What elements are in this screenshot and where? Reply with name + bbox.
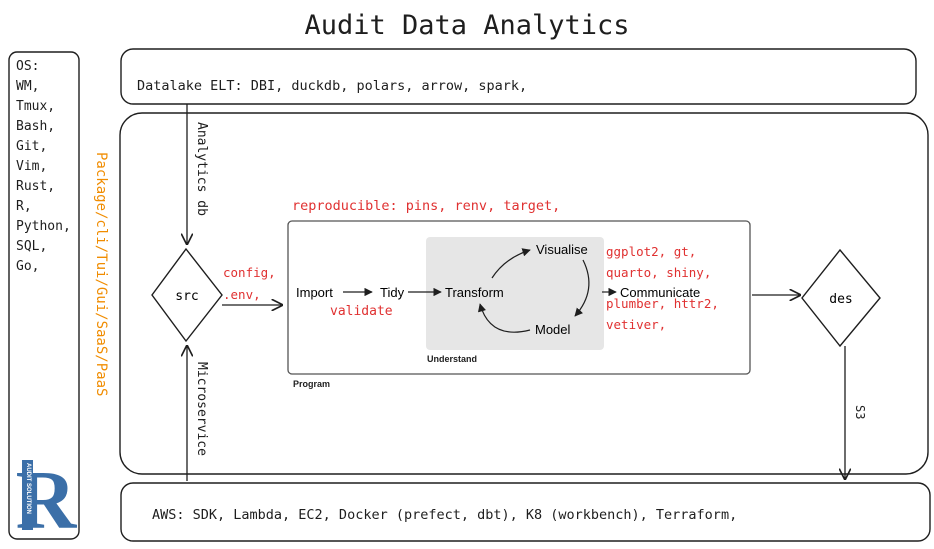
diagram-title: Audit Data Analytics (304, 10, 629, 41)
tool-item: Python, (16, 219, 71, 234)
main-container (119, 112, 929, 475)
communicate-label: Communicate (620, 285, 700, 300)
tool-item: WM, (16, 79, 39, 94)
model-transform-arrow (477, 303, 531, 333)
transform-label: Transform (445, 285, 504, 300)
src-node (151, 247, 223, 343)
logo-text: AUDIT SOLUTION (25, 463, 31, 514)
validate-label: validate (330, 304, 393, 319)
communicate-tools: ggplot2, gt, quarto, shiny, plumber, httr2… (606, 244, 719, 332)
tool-item: OS: (16, 59, 39, 74)
tool-item: Tmux, (16, 99, 55, 114)
audit-solution-logo: R AUDIT SOLUTION (16, 454, 78, 547)
des-node (801, 248, 881, 348)
tool-item: R, (16, 199, 32, 214)
tools-list: OS: WM, Tmux, Bash, Git, Vim, Rust, R, Python, SQ… (16, 59, 71, 274)
tool-item: SQL, (16, 239, 47, 254)
understand-area (426, 237, 604, 350)
microservice-label: Microservice (194, 362, 209, 456)
understand-label: Understand (427, 354, 477, 364)
transform-visualise-arrow (491, 248, 531, 279)
communicate-tool-line: plumber, httr2, (606, 296, 719, 311)
tool-item: Rust, (16, 179, 55, 194)
tidy-label: Tidy (380, 285, 405, 300)
tool-item: Vim, (16, 159, 47, 174)
import-label: Import (296, 285, 333, 300)
visualise-label: Visualise (536, 242, 588, 257)
des-label: des (829, 292, 852, 307)
datalake-box (120, 48, 917, 105)
config-label: config, (223, 265, 276, 280)
communicate-tool-line: quarto, shiny, (606, 265, 711, 280)
model-label: Model (535, 322, 571, 337)
aws-text: AWS: SDK, Lambda, EC2, Docker (prefect, … (152, 507, 737, 523)
program-label: Program (293, 379, 330, 389)
package-label: Package/cli/Tui/Gui/SaaS/PaaS (93, 152, 109, 396)
tool-item: Git, (16, 139, 47, 154)
aws-box (120, 482, 931, 542)
env-label: .env, (223, 287, 261, 302)
src-label: src (175, 289, 198, 304)
visualise-model-arrow (574, 259, 590, 317)
reproducible-text: reproducible: pins, renv, target, (292, 198, 560, 214)
communicate-tool-line: ggplot2, gt, (606, 244, 696, 259)
tool-item: Bash, (16, 119, 55, 134)
tool-item: Go, (16, 259, 39, 274)
tools-box (8, 51, 80, 540)
datalake-text: Datalake ELT: DBI, duckdb, polars, arrow… (137, 78, 527, 94)
s3-label: S3 (853, 405, 867, 419)
analytics-db-label: Analytics db (194, 122, 209, 216)
communicate-tool-line: vetiver, (606, 317, 666, 332)
